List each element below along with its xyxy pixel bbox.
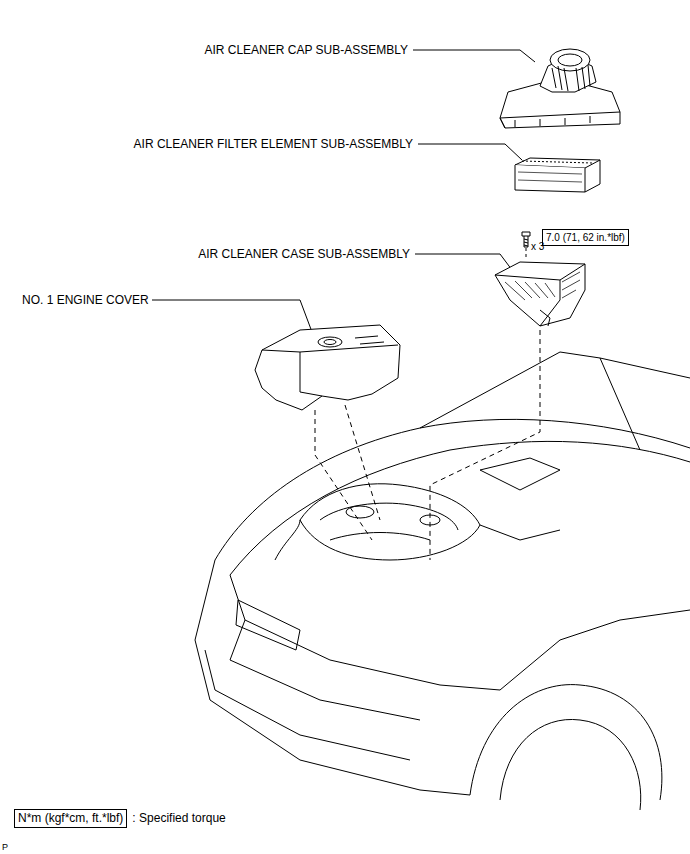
torque-value: N*m (kgf*cm, ft.*lbf)	[18, 811, 123, 826]
torque-value: 7.0 (71, 62 in.*lbf)	[546, 231, 625, 244]
page-mark: P	[2, 840, 8, 854]
part-name: AIR CLEANER CAP SUB-ASSEMBLY	[204, 43, 408, 57]
part-name: AIR CLEANER CASE SUB-ASSEMBLY	[198, 247, 410, 261]
torque-unit-box: N*m (kgf*cm, ft.*lbf)	[14, 809, 127, 828]
torque-box: 7.0 (71, 62 in.*lbf)	[542, 229, 629, 246]
part-name: AIR CLEANER FILTER ELEMENT SUB-ASSEMBLY	[134, 137, 413, 151]
legend-text: : Specified torque	[132, 811, 225, 825]
quantity-label: x 3	[531, 240, 544, 254]
part-name: NO. 1 ENGINE COVER	[22, 293, 149, 307]
